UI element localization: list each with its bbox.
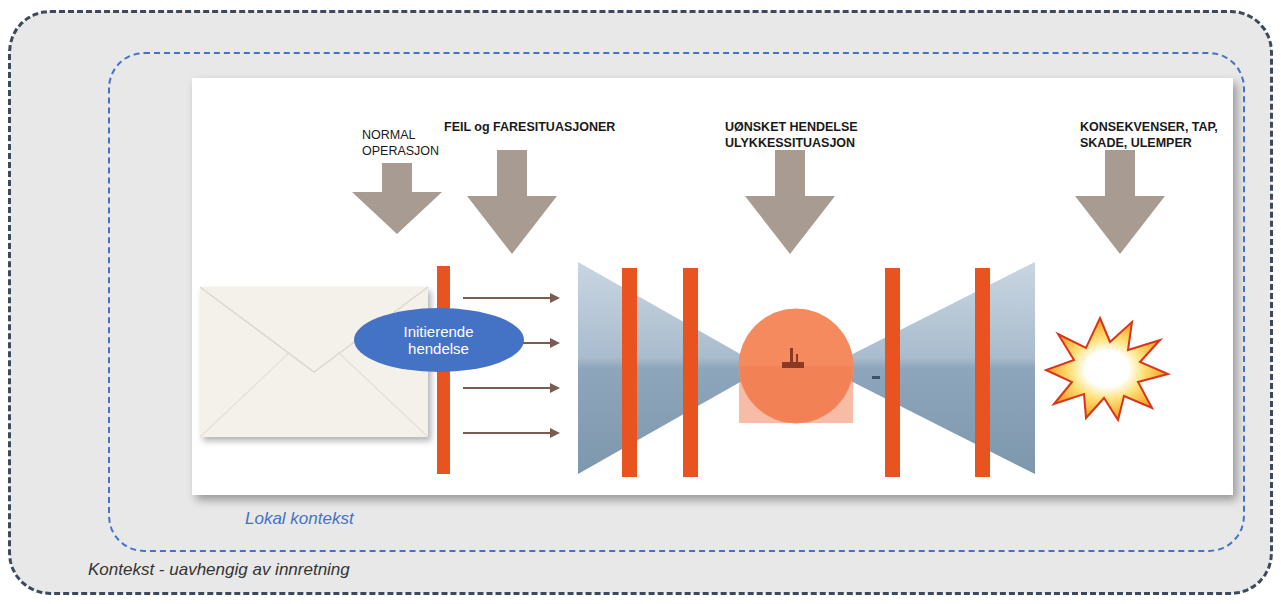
initiating-event: Initierende hendelse (354, 308, 524, 372)
context-ground (10, 12, 1272, 594)
node-text: Initierende hendelse (384, 323, 494, 358)
context-label: Kontekst - uavhengig av innretning (88, 560, 350, 580)
bowtie (578, 262, 1035, 477)
stage-heading: KONSEKVENSER, TAP, SKADE, ULEMPER (1080, 119, 1230, 152)
context-label: Lokal kontekst (245, 509, 354, 529)
stage-heading: FEIL og FARESITUASJONER (444, 119, 644, 135)
down-arrows (352, 150, 1165, 254)
stage-heading: UØNSKET HENDELSE ULYKKESSITUASJON (725, 119, 875, 152)
explosion (1046, 318, 1168, 420)
context-region: Kontekst - uavhengig av innretning Lokal … (8, 10, 1273, 595)
local-context-region: Lokal kontekst Initierende hendelse (108, 52, 1245, 552)
picture-panel (192, 78, 1233, 495)
